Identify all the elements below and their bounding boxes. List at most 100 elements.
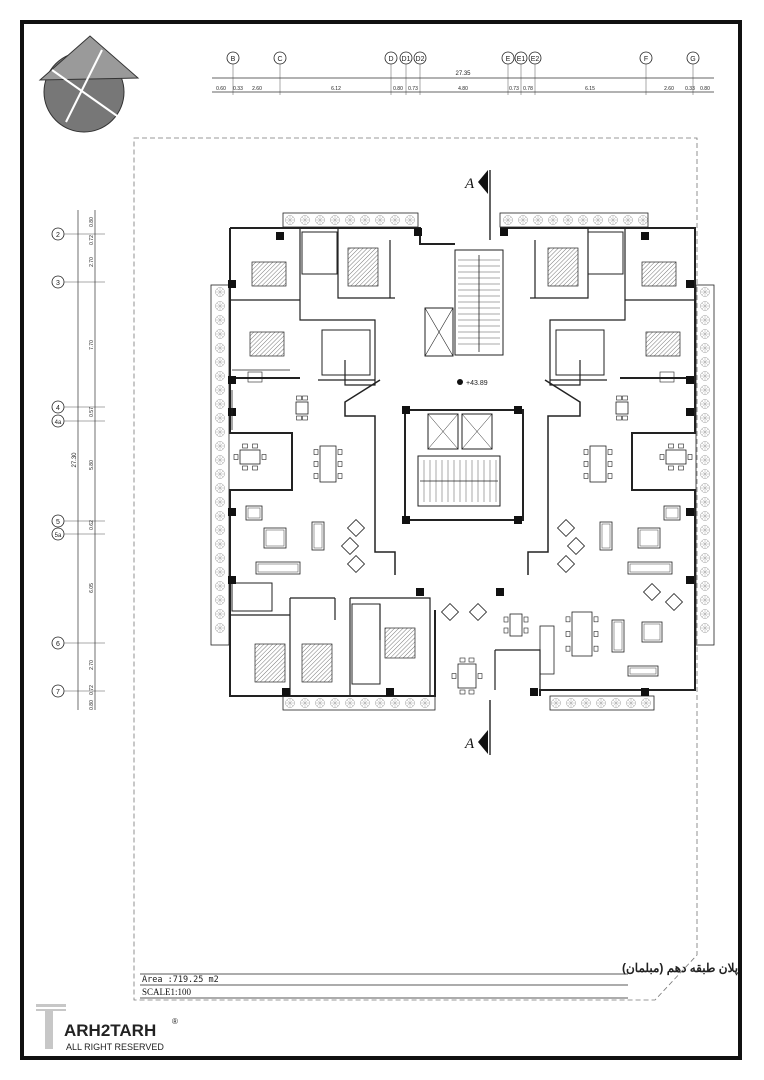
dim-segment-top: 6.12 — [331, 86, 341, 92]
tree-icon — [315, 698, 325, 708]
dim-segment-top: 2.60 — [252, 86, 262, 92]
tree-icon — [596, 698, 606, 708]
grid-label-6: 6 — [56, 641, 60, 648]
tree-icon — [215, 623, 225, 633]
area-text: Area :719.25 m2 — [142, 975, 219, 985]
dim-segment-top: 4.80 — [458, 86, 468, 92]
tree-icon — [405, 698, 415, 708]
furniture-group — [233, 395, 693, 695]
tree-icon — [700, 469, 710, 479]
column — [686, 408, 694, 416]
tree-icon — [551, 698, 561, 708]
column — [402, 516, 410, 524]
armchair — [245, 505, 263, 521]
partition-ne — [530, 228, 695, 386]
grid-left: 2344a55a6727.300.800.722.707.700.575.800… — [51, 210, 105, 710]
bed — [251, 261, 287, 287]
bath-sw-1 — [231, 582, 273, 612]
tree-icon — [215, 371, 225, 381]
tree-icon — [215, 595, 225, 605]
tree-icon — [215, 329, 225, 339]
stair-central — [417, 455, 501, 507]
tree-icon — [215, 343, 225, 353]
column — [686, 280, 694, 288]
grid-label-e2: E2 — [531, 56, 540, 63]
kitchen-nw — [231, 369, 290, 430]
tree-icon — [215, 609, 225, 619]
tree-icon — [360, 698, 370, 708]
bath-nw-1 — [301, 231, 338, 275]
tree-icon — [215, 315, 225, 325]
balcony-right — [695, 284, 715, 646]
core-central — [404, 409, 524, 521]
dining-table — [583, 445, 613, 483]
dining-table — [233, 443, 267, 471]
partition-nw — [230, 228, 395, 386]
tree-icon — [345, 215, 355, 225]
tree-icon — [641, 698, 651, 708]
tree-icon — [518, 215, 528, 225]
dim-segment-left: 0.72 — [89, 235, 95, 245]
section-label-bottom: A — [464, 736, 475, 752]
tree-icon — [215, 399, 225, 409]
sofa — [627, 665, 659, 677]
tree-icon — [700, 287, 710, 297]
tree-icon — [215, 483, 225, 493]
armchair — [556, 518, 576, 538]
tree-icon — [215, 581, 225, 591]
tree-icon — [405, 215, 415, 225]
dim-segment-top: 0.80 — [393, 86, 403, 92]
sofa — [599, 521, 613, 551]
tree-icon — [700, 497, 710, 507]
bed — [384, 627, 416, 659]
column — [641, 232, 649, 240]
partition-sw — [230, 597, 431, 696]
tree-icon — [638, 215, 648, 225]
logo-tagline: ALL RIGHT RESERVED — [66, 1042, 164, 1052]
level-marker: +43.89 — [457, 379, 488, 387]
tree-icon — [700, 371, 710, 381]
dim-segment-left: 2.70 — [89, 257, 95, 267]
tree-icon — [700, 357, 710, 367]
sofa — [627, 561, 673, 575]
dim-segment-left: 5.80 — [89, 460, 95, 470]
grid-label-d1: D1 — [402, 56, 411, 63]
dim-segment-left: 0.72 — [89, 685, 95, 695]
tree-icon — [700, 553, 710, 563]
tree-icon — [215, 539, 225, 549]
wall-south — [229, 580, 696, 697]
tree-icon — [215, 385, 225, 395]
tree-icon — [215, 455, 225, 465]
tree-icon — [700, 595, 710, 605]
stair-north — [454, 249, 504, 356]
coffee-table — [637, 527, 661, 549]
level-text: +43.89 — [466, 380, 488, 387]
dining-table — [659, 443, 693, 471]
tree-icon — [360, 215, 370, 225]
dim-overall-left: 27.30 — [72, 452, 78, 468]
dim-segment-top: 6.15 — [585, 86, 595, 92]
north-arrow-icon — [38, 35, 140, 133]
tree-icon — [608, 215, 618, 225]
bed — [249, 331, 285, 357]
dim-segment-left: 0.80 — [89, 217, 95, 227]
column — [686, 376, 694, 384]
dining-table-round — [615, 395, 629, 421]
armchair — [340, 536, 360, 556]
dim-segment-left: 6.05 — [89, 583, 95, 593]
tree-icon — [700, 455, 710, 465]
coffee-table — [263, 527, 287, 549]
column — [386, 688, 394, 696]
cooktop-ne — [659, 371, 675, 383]
armchair — [346, 554, 366, 574]
dim-segment-top: 2.60 — [664, 86, 674, 92]
tree-icon — [215, 301, 225, 311]
grid-label-c: C — [277, 56, 282, 63]
tree-icon — [548, 215, 558, 225]
tree-icon — [533, 215, 543, 225]
grid-label-4a: 4a — [55, 420, 62, 426]
armchair — [664, 592, 684, 612]
title-block: Area :719.25 m2 SCALE1:100 پلان طبقه دهم… — [140, 961, 739, 999]
dim-segment-top: 0.73 — [509, 86, 519, 92]
